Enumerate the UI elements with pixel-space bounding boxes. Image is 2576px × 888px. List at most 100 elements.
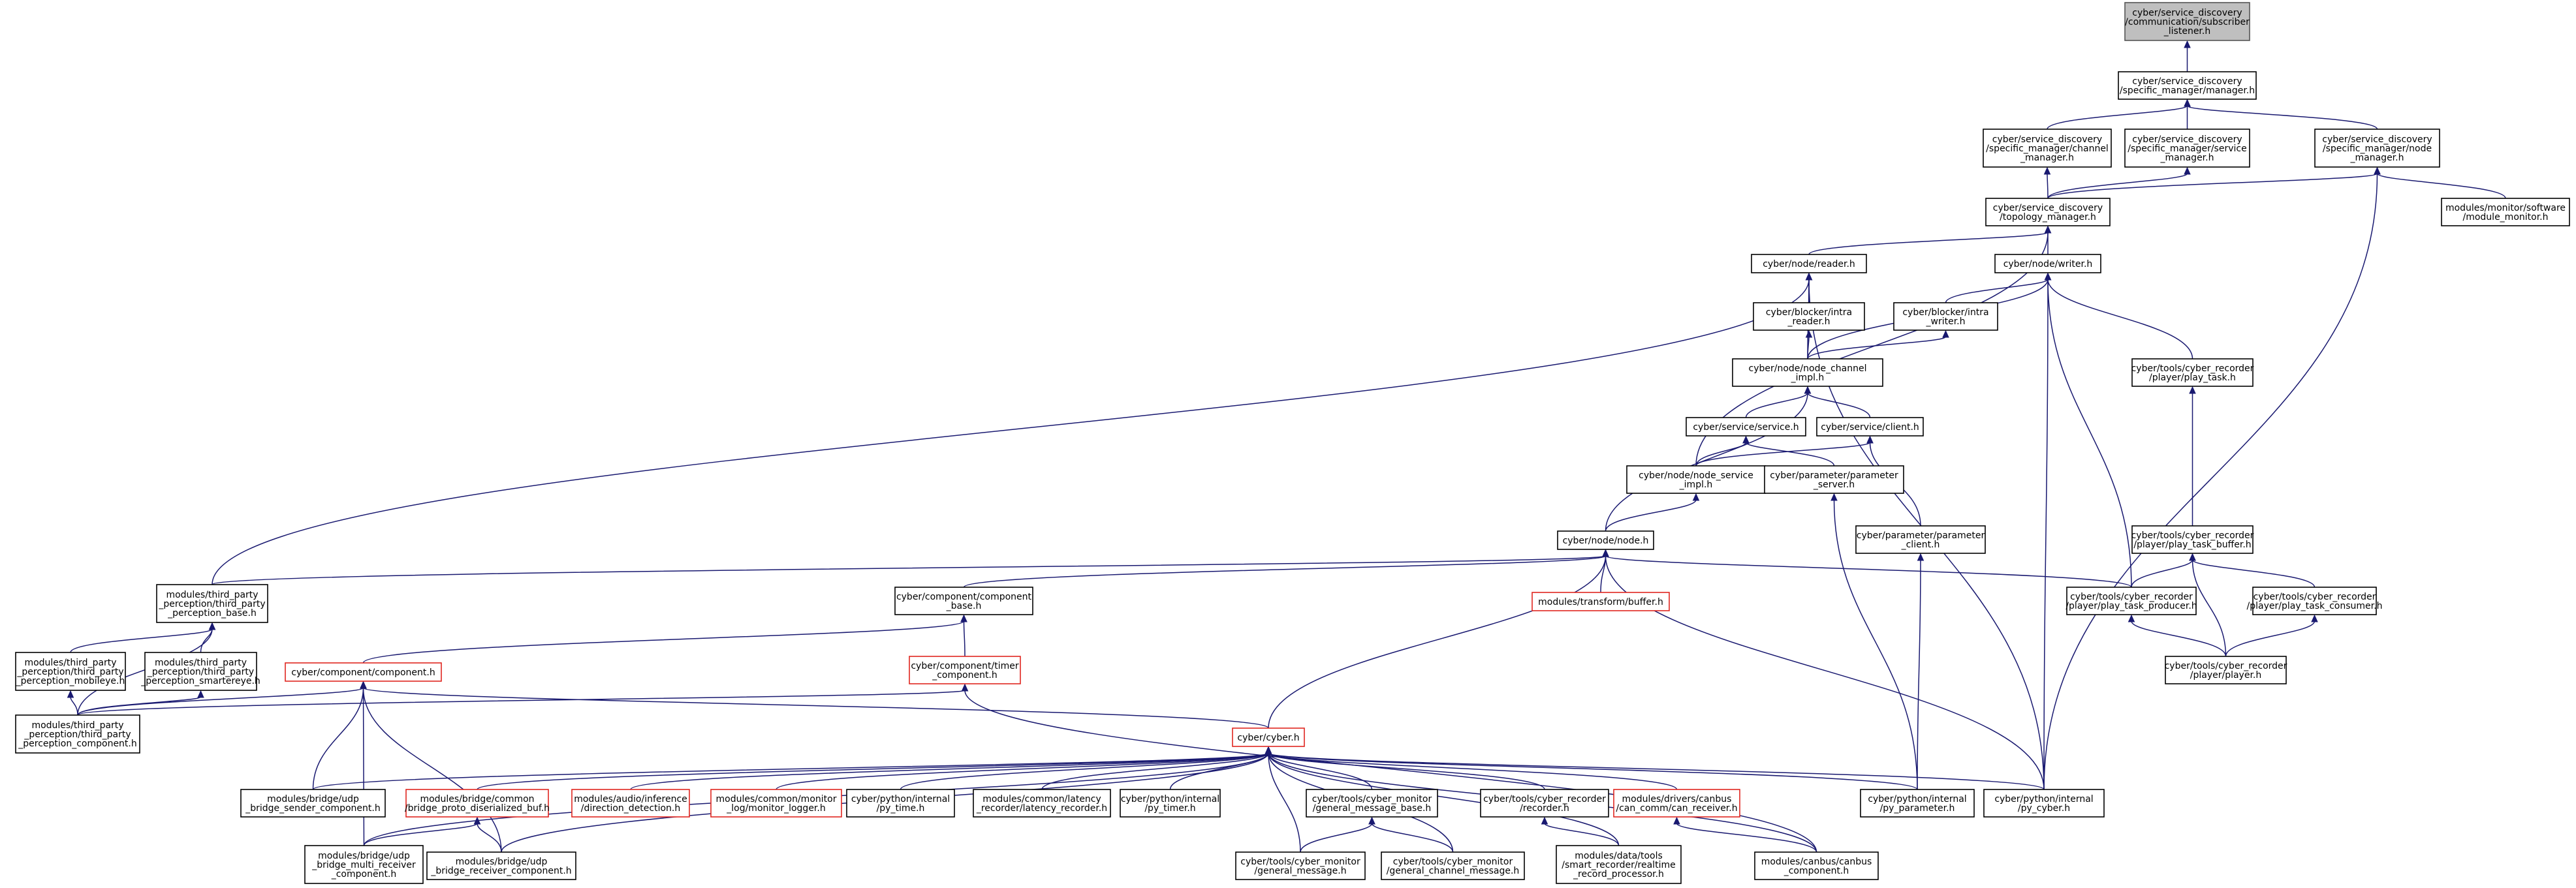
node-cyber-node-writer-h[interactable]: cyber/node/writer.h bbox=[1994, 254, 2101, 273]
node-box bbox=[1557, 530, 1654, 550]
node-label-line: _impl.h bbox=[1791, 373, 1825, 383]
edge-line bbox=[1605, 555, 2045, 790]
node-py-time-h[interactable]: cyber/python/internal/py_time.h bbox=[846, 789, 955, 818]
node-label-line: /py_parameter.h bbox=[1880, 803, 1955, 814]
edge-line bbox=[1268, 752, 1301, 853]
node-label-line: /direction_detection.h bbox=[581, 803, 681, 814]
node-manager-h[interactable]: cyber/service_discovery/specific_manager… bbox=[2314, 129, 2440, 168]
node-impl-h[interactable]: cyber/node/node_service_impl.h bbox=[1626, 465, 1766, 494]
edge-line bbox=[2047, 173, 2378, 199]
node-direction-detection-h[interactable]: modules/audio/inference/direction_detect… bbox=[571, 789, 690, 818]
edge-line bbox=[362, 687, 502, 853]
node-manager-h[interactable]: cyber/service_discovery/specific_manager… bbox=[2124, 129, 2250, 168]
node-server-h[interactable]: cyber/parameter/parameter_server.h bbox=[1764, 465, 1904, 494]
node-general-channel-message-h[interactable]: cyber/tools/cyber_monitor/general_channe… bbox=[1381, 851, 1525, 880]
edge-general-message-h-to-general-message-base-h bbox=[1300, 816, 1375, 853]
node-general-message-h[interactable]: cyber/tools/cyber_monitor/general_messag… bbox=[1235, 851, 1366, 880]
edge-component-h-to-component-h bbox=[961, 683, 1817, 853]
arrowhead bbox=[2311, 614, 2318, 622]
node-py-timer-h[interactable]: cyber/python/internal/py_timer.h bbox=[1120, 789, 1221, 818]
node-label-line: cyber/tools/cyber_recorder bbox=[2131, 530, 2254, 541]
node-bridge-proto-diserialized-buf-h[interactable]: modules/bridge/common/bridge_proto_diser… bbox=[405, 789, 550, 818]
node-recorder-latency-recorder-h[interactable]: modules/common/latency_recorder/latency_… bbox=[973, 789, 1111, 818]
node-cyber-node-node-h[interactable]: cyber/node/node.h bbox=[1557, 530, 1654, 550]
node-general-message-base-h[interactable]: cyber/tools/cyber_monitor/general_messag… bbox=[1306, 789, 1438, 818]
node-perception-component-h[interactable]: modules/third_party_perception/third_par… bbox=[15, 714, 140, 754]
node-cyber-service-client-h[interactable]: cyber/service/client.h bbox=[1816, 417, 1924, 436]
node-cyber-node-reader-h[interactable]: cyber/node/reader.h bbox=[1751, 254, 1867, 273]
node-perception-smartereye-h[interactable]: modules/third_party_perception/third_par… bbox=[140, 652, 260, 691]
node-component-h[interactable]: modules/canbus/canbus_component.h bbox=[1754, 851, 1879, 880]
node-player-play-task-consumer-h[interactable]: cyber/tools/cyber_recorder/player/play_t… bbox=[2247, 587, 2383, 615]
node-box bbox=[2252, 587, 2377, 615]
node-box bbox=[2441, 198, 2570, 226]
edge-line bbox=[477, 752, 1269, 790]
node-label-line: cyber/tools/cyber_recorder bbox=[2165, 661, 2287, 671]
node-base-h[interactable]: cyber/component/component_base.h bbox=[894, 587, 1033, 615]
node-box bbox=[1120, 789, 1221, 818]
node-player-play-task-h[interactable]: cyber/tools/cyber_recorder/player/play_t… bbox=[2131, 358, 2254, 387]
node-label-line: _perception_base.h bbox=[167, 608, 257, 619]
node-manager-h[interactable]: cyber/service_discovery/specific_manager… bbox=[1983, 129, 2112, 168]
node-box bbox=[304, 845, 424, 884]
node-specific-manager-manager-h[interactable]: cyber/service_discovery/specific_manager… bbox=[2118, 71, 2257, 100]
edge-line bbox=[312, 752, 1269, 790]
node-module-monitor-h[interactable]: modules/monitor/software/module_monitor.… bbox=[2441, 198, 2570, 226]
node-recorder-h[interactable]: cyber/tools/cyber_recorder/recorder.h bbox=[1480, 789, 1609, 818]
node-label-line: /general_message_base.h bbox=[1313, 803, 1432, 814]
node-box bbox=[144, 652, 257, 691]
node-reader-h[interactable]: cyber/blocker/intra_reader.h bbox=[1753, 302, 1865, 331]
edge-line bbox=[1917, 559, 1921, 790]
edge-line bbox=[2047, 279, 2132, 588]
node-label-line: /player/play_task_consumer.h bbox=[2247, 601, 2383, 611]
edge-line bbox=[2376, 173, 2506, 199]
node-topology-manager-h[interactable]: cyber/service_discovery/topology_manager… bbox=[1985, 198, 2111, 226]
node-label-line: _bridge_multi_receiver bbox=[311, 860, 416, 870]
node-label-line: _bridge_sender_component.h bbox=[245, 803, 380, 814]
node-client-h[interactable]: cyber/parameter/parameter_client.h bbox=[1855, 525, 1986, 554]
node-box bbox=[1531, 592, 1670, 611]
node-cyber-service-service-h[interactable]: cyber/service/service.h bbox=[1686, 417, 1806, 436]
node-box bbox=[2118, 71, 2257, 100]
node-writer-h[interactable]: cyber/blocker/intra_writer.h bbox=[1893, 302, 1998, 331]
node-player-player-h[interactable]: cyber/tools/cyber_recorder/player/player… bbox=[2165, 656, 2287, 684]
node-label-line: _perception/third_party bbox=[24, 729, 131, 740]
node-label-line: modules/canbus/canbus bbox=[1761, 857, 1872, 867]
edge-topology-manager-h-to-manager-h bbox=[2043, 166, 2051, 199]
node-player-play-task-buffer-h[interactable]: cyber/tools/cyber_recorder/player/play_t… bbox=[2131, 525, 2254, 554]
edge-player-play-task-consumer-h-to-player-play-task-buffer-h bbox=[2189, 553, 2316, 588]
node-label-line: cyber/blocker/intra bbox=[1902, 307, 1988, 318]
node-player-play-task-producer-h[interactable]: cyber/tools/cyber_recorder/player/play_t… bbox=[2066, 587, 2197, 615]
edge-line bbox=[630, 752, 1269, 790]
node-py-parameter-h[interactable]: cyber/python/internal/py_parameter.h bbox=[1860, 789, 1975, 818]
edge-record-processor-h-to-recorder-h bbox=[1541, 816, 1620, 846]
node-box bbox=[1983, 789, 2105, 818]
node-record-processor-h[interactable]: modules/data/tools/smart_recorder/realti… bbox=[1556, 845, 1682, 884]
node-modules-transform-buffer-h[interactable]: modules/transform/buffer.h bbox=[1531, 592, 1670, 611]
node-layer: cyber/service_discovery/communication/su… bbox=[15, 2, 2570, 884]
node-component-h[interactable]: cyber/component/timer_component.h bbox=[909, 656, 1021, 684]
node-impl-h[interactable]: cyber/node/node_channel_impl.h bbox=[1732, 358, 1883, 387]
arrowhead bbox=[2189, 386, 2196, 394]
edge-line bbox=[1945, 279, 2049, 303]
edge-line bbox=[963, 555, 1607, 588]
edge-cyber-service-client-h-to-impl-h bbox=[1804, 386, 1871, 418]
edge-line bbox=[964, 690, 1817, 853]
node-label-line: _perception_component.h bbox=[18, 739, 137, 749]
node-can-comm-can-receiver-h[interactable]: modules/drivers/canbus/can_comm/can_rece… bbox=[1613, 789, 1740, 818]
node-box bbox=[973, 789, 1111, 818]
node-perception-mobileye-h[interactable]: modules/third_party_perception/third_par… bbox=[15, 652, 126, 691]
node-component-h[interactable]: modules/bridge/udp_bridge_multi_receiver… bbox=[304, 845, 424, 884]
edge-line bbox=[363, 823, 478, 846]
node-bridge-sender-component-h[interactable]: modules/bridge/udp_bridge_sender_compone… bbox=[240, 789, 386, 818]
edge-line bbox=[1605, 499, 1697, 532]
node-py-cyber-h[interactable]: cyber/python/internal/py_cyber.h bbox=[1983, 789, 2105, 818]
node-cyber-component-component-h[interactable]: cyber/component/component.h bbox=[285, 662, 442, 682]
edge-line bbox=[776, 752, 1269, 790]
node-log-monitor-logger-h[interactable]: modules/common/monitor_log/monitor_logge… bbox=[710, 789, 842, 818]
node-perception-base-h[interactable]: modules/third_party_perception/third_par… bbox=[156, 584, 268, 623]
node-bridge-receiver-component-h[interactable]: modules/bridge/udp_bridge_receiver_compo… bbox=[426, 851, 576, 880]
node-box bbox=[1893, 302, 1998, 331]
node-cyber-cyber-h[interactable]: cyber/cyber.h bbox=[1232, 727, 1305, 747]
node-label-line: cyber/tools/cyber_recorder bbox=[2131, 363, 2254, 374]
